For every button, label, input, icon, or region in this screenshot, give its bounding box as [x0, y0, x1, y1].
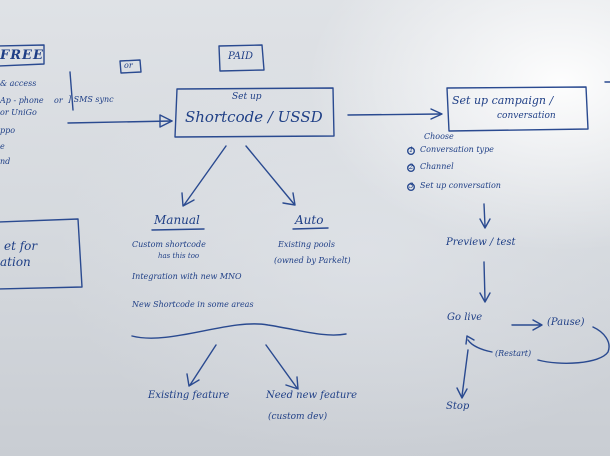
free-box-outline: [0, 44, 45, 67]
pause-loop: [537, 326, 610, 364]
free-label: FREE: [0, 48, 44, 63]
arrow-restart: [467, 339, 493, 353]
arrow-to-manual: [183, 145, 227, 206]
go-live-label: Go live: [447, 312, 483, 323]
main-box-line1: Set up: [232, 92, 262, 102]
free-note-phone: Ap - phone: [0, 96, 44, 105]
main-box-line2: Shortcode / USSD: [185, 108, 323, 126]
free-note-unigo: or UniGo: [0, 108, 37, 117]
preview-test-label: Preview / test: [446, 237, 516, 248]
manual-item-1: Custom shortcode: [132, 240, 206, 249]
step-1-text: Conversation type: [420, 145, 494, 154]
manual-item-4: New Shortcode in some areas: [132, 300, 254, 309]
free-note-e: e: [0, 142, 5, 151]
choose-label: Choose: [424, 132, 454, 141]
campaign-box-line1: Set up campaign /: [452, 94, 554, 107]
step-3-text: Set up conversation: [420, 181, 501, 190]
existing-feature-label: Existing feature: [148, 390, 230, 401]
partial-box-line2: ation: [0, 255, 31, 269]
main-box-outline: [174, 87, 335, 138]
free-note-smssync: ] SMS sync: [68, 95, 114, 104]
free-note-or: or: [54, 96, 63, 105]
restart-label: (Restart): [495, 349, 532, 358]
stop-label: Stop: [446, 401, 470, 412]
arrow-to-golive: [483, 261, 486, 301]
step-3-num: 3: [409, 182, 414, 190]
manual-item-3: Integration with new MNO: [132, 272, 242, 281]
auto-title: Auto: [295, 213, 324, 227]
partial-box-outline: [0, 218, 83, 290]
arrow-main-to-campaign: [347, 113, 441, 116]
arrow-to-existing: [189, 344, 217, 386]
free-note-ppo: ppo: [0, 126, 16, 135]
campaign-box-line2: conversation: [497, 111, 556, 121]
paid-box-outline: [218, 44, 265, 72]
manual-item-2: has this too: [158, 252, 200, 260]
arrow-to-stop: [461, 349, 469, 397]
or-box-outline: [119, 59, 142, 74]
arrow-into-main: [67, 120, 173, 124]
step-1-num: 1: [409, 146, 414, 154]
free-note-access: & access: [0, 79, 37, 88]
auto-line1: Existing pools: [278, 240, 336, 249]
auto-line2: (owned by Parkelt): [274, 256, 351, 265]
pause-label: (Pause): [547, 317, 585, 328]
arrow-to-new: [265, 344, 298, 389]
paid-box-label: PAID: [228, 51, 253, 62]
or-box-label: or: [124, 61, 133, 70]
free-note-nd: nd: [0, 157, 11, 166]
manual-title: Manual: [154, 213, 200, 227]
partial-box-line1: et for: [4, 239, 38, 253]
campaign-box-outline: [446, 86, 589, 132]
new-feature-line2: (custom dev): [268, 412, 328, 422]
arrow-to-auto: [245, 145, 295, 205]
new-feature-line1: Need new feature: [266, 390, 358, 401]
brace: [131, 323, 347, 339]
arrow-to-preview: [483, 203, 486, 227]
step-2-text: Channel: [420, 162, 454, 171]
step-2-num: 2: [409, 163, 414, 171]
